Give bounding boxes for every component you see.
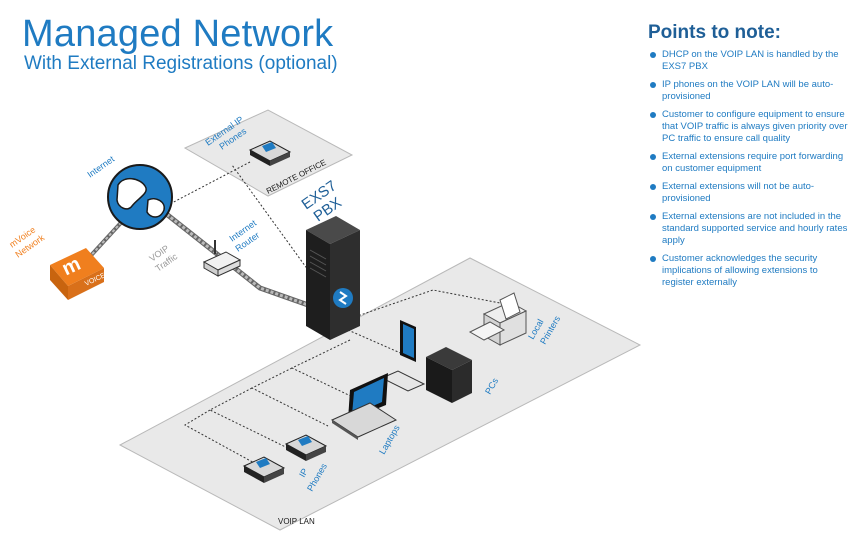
note-item: External extensions are not included in …	[648, 211, 848, 247]
note-item: External extensions will not be auto-pro…	[648, 181, 848, 205]
lan-ip-phone-icon	[284, 434, 328, 461]
notes-panel: Points to note: DHCP on the VOIP LAN is …	[648, 22, 848, 295]
notes-heading: Points to note:	[648, 22, 781, 43]
note-item: Customer to configure equipment to ensur…	[648, 109, 848, 145]
lan-ip-phone-icon	[242, 456, 286, 483]
router-icon	[202, 240, 242, 277]
internet-label: Internet	[85, 154, 116, 180]
mvoice-logo-icon: m VOICE	[50, 248, 107, 300]
note-item: DHCP on the VOIP LAN is handled by the E…	[648, 49, 848, 73]
pc-icon	[380, 320, 472, 403]
remote-link	[167, 161, 251, 206]
external-ip-phone-icon	[248, 140, 292, 166]
note-item: Customer acknowledges the security impli…	[648, 253, 848, 289]
pbx-server-icon	[306, 216, 360, 340]
voip-lan-label: VOIP LAN	[278, 517, 315, 526]
note-item: External extensions require port forward…	[648, 151, 848, 175]
laptop-icon	[330, 373, 398, 440]
printer-icon	[468, 292, 528, 346]
notes-list: DHCP on the VOIP LAN is handled by the E…	[648, 49, 848, 289]
note-item: IP phones on the VOIP LAN will be auto-p…	[648, 79, 848, 103]
globe-icon	[107, 164, 173, 230]
page-title: Managed Network	[22, 13, 334, 55]
page-subtitle: With External Registrations (optional)	[24, 53, 338, 74]
